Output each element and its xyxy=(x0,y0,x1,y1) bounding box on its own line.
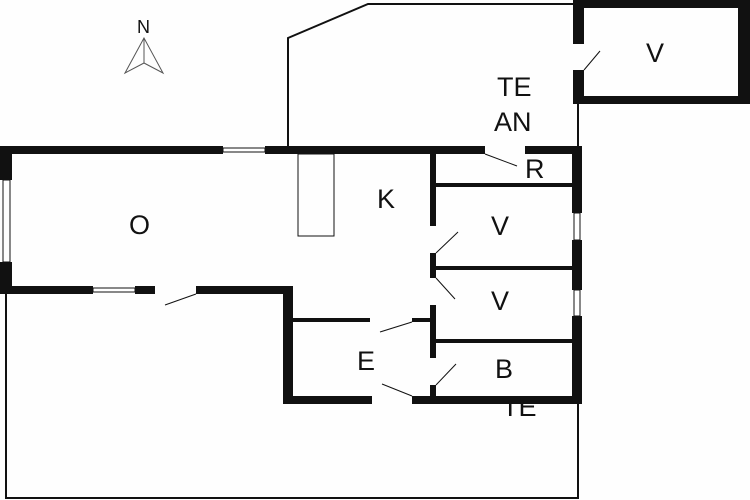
annex-door-swing xyxy=(583,50,601,71)
terrace-outline xyxy=(5,3,579,499)
room-label-terrace-top-1: TE xyxy=(497,72,532,102)
room-label-kitchen: K xyxy=(377,184,395,214)
windows xyxy=(2,147,581,317)
room-label-bedroom-1: V xyxy=(491,211,509,241)
main-walls xyxy=(0,146,582,404)
door-swings xyxy=(164,153,518,397)
compass-label: N xyxy=(137,17,150,37)
room-label-terrace-bottom: TE xyxy=(502,392,537,422)
room-label-bedroom-2: V xyxy=(491,286,509,316)
north-arrow-icon xyxy=(123,36,165,75)
room-label-terrace-top-2: AN xyxy=(494,107,532,137)
room-label-bathroom: B xyxy=(495,354,513,384)
room-label-annex-storage: V xyxy=(646,38,664,68)
room-label-utility: R xyxy=(525,154,545,184)
annex-walls xyxy=(573,0,750,104)
kitchen-counter xyxy=(297,153,335,237)
room-label-entrance: E xyxy=(357,346,375,376)
room-label-living: O xyxy=(129,210,150,240)
